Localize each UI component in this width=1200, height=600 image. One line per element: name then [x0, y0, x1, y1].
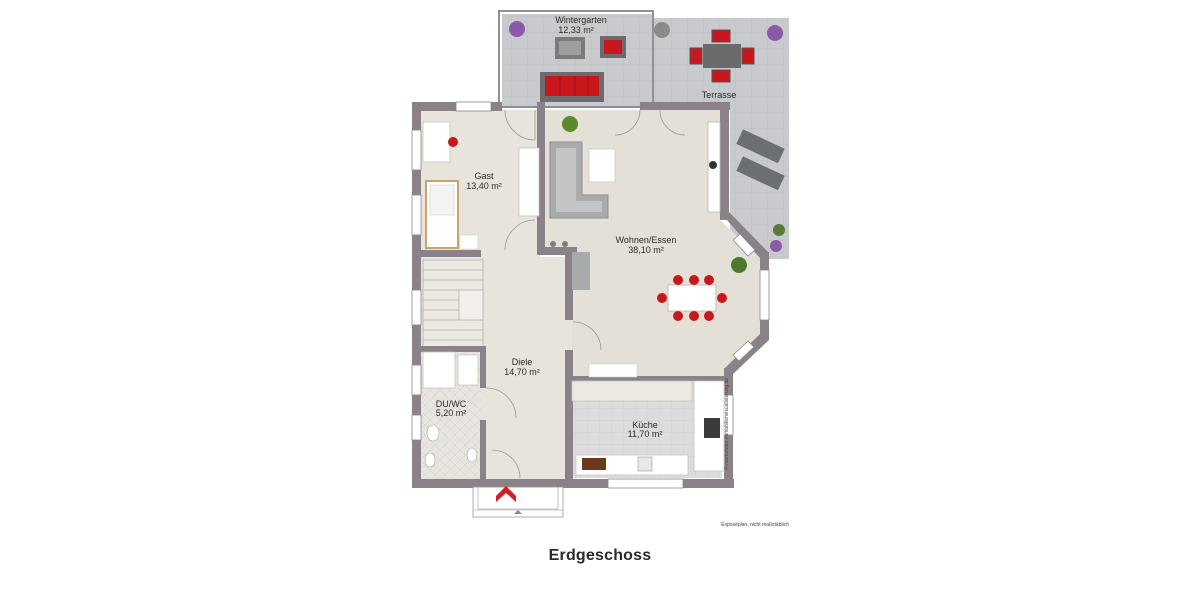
entrance-arrow-icon: [496, 486, 516, 502]
terrace-furniture: [689, 25, 785, 252]
watermark: © raumvision-immobilienvisualisierung.de: [723, 378, 730, 470]
room-area-wintergarten: 12,33 m²: [558, 25, 594, 35]
room-name-duwc: DU/WC: [436, 399, 467, 409]
room-name-kueche: Küche: [632, 420, 658, 430]
wohnen-furniture: [549, 116, 747, 321]
window-icon: [411, 101, 770, 489]
plan-title: Erdgeschoss: [548, 547, 652, 564]
wintergarten-glazing: [498, 10, 654, 108]
room-name-diele: Diele: [512, 357, 533, 367]
kueche-furniture: [571, 363, 725, 476]
gast-furniture: [422, 121, 540, 250]
door-swing-icon: [485, 109, 686, 479]
room-name-gast: Gast: [474, 171, 494, 181]
room-area-duwc: 5,20 m²: [436, 408, 467, 418]
room-name-terrasse: Terrasse: [702, 90, 737, 100]
room-area-kueche: 11,70 m²: [628, 429, 663, 439]
room-name-wintergarten: Wintergarten: [555, 15, 607, 25]
room-area-wohnen: 38,10 m²: [628, 245, 664, 255]
room-name-wohnen: Wohnen/Essen: [616, 235, 677, 245]
plant-icon: [731, 257, 747, 273]
entrance: [472, 486, 564, 518]
duwc-fixtures: [422, 351, 479, 468]
disclaimer: Exposéplan, nicht maßstäblich: [721, 522, 789, 528]
room-area-diele: 14,70 m²: [504, 367, 540, 377]
room-area-gast: 13,40 m²: [466, 181, 502, 191]
staircase: [422, 259, 484, 349]
plant-icon: [767, 25, 783, 41]
plant-icon: [509, 21, 525, 37]
plant-icon: [773, 224, 785, 236]
plant-icon: [562, 116, 578, 132]
wintergarten-furniture: [509, 21, 670, 102]
